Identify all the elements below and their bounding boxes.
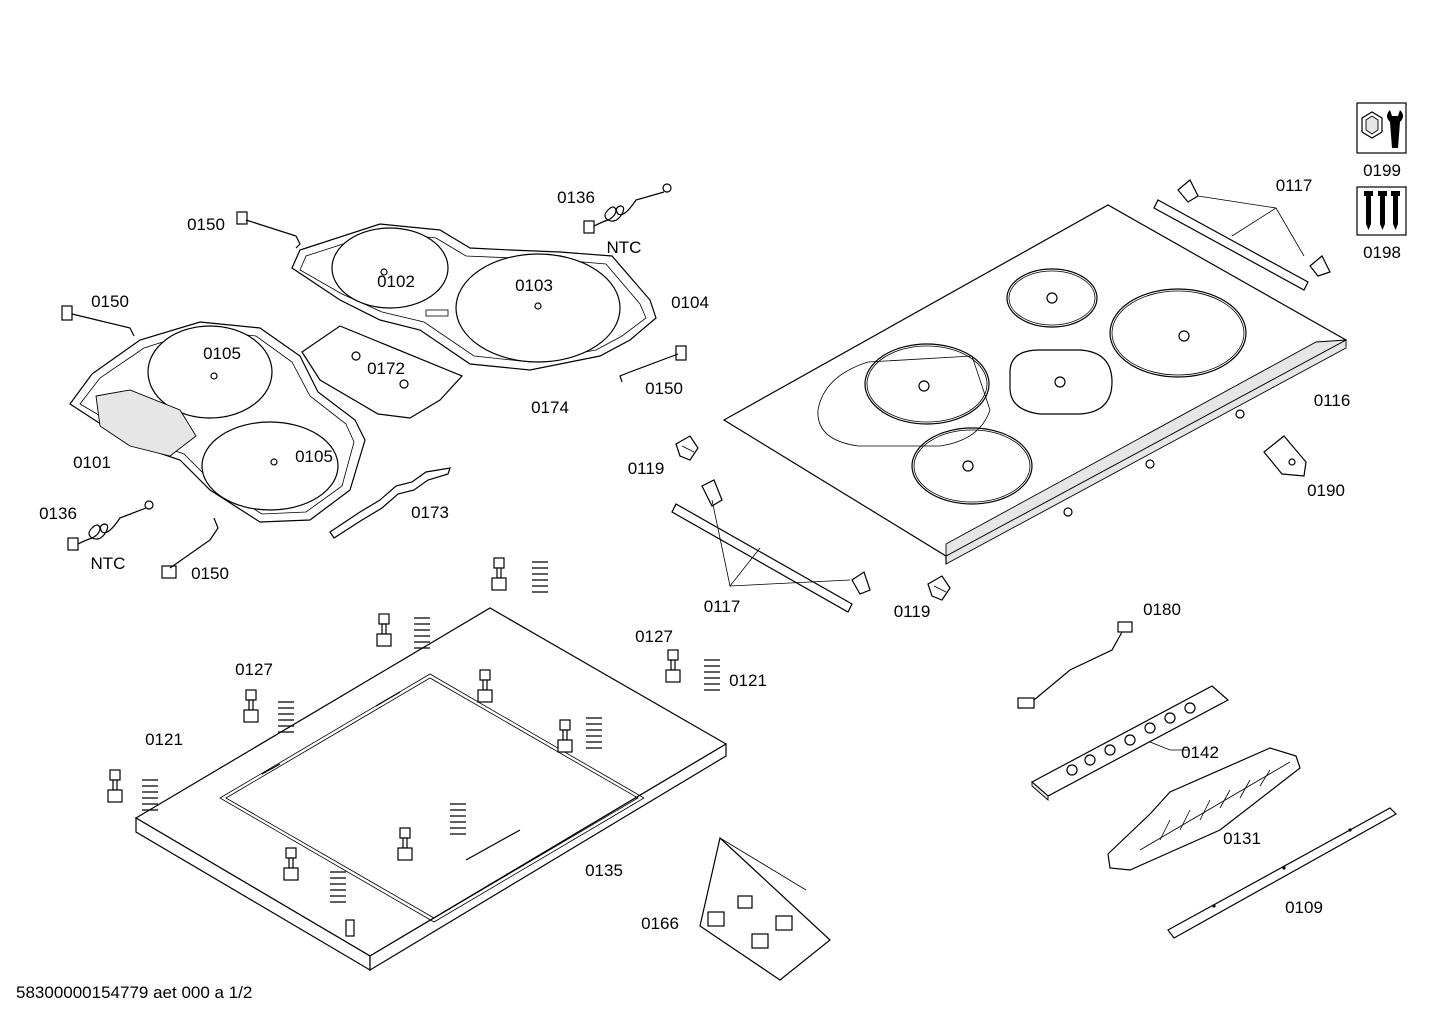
label-0136-top: 0136 (557, 188, 595, 207)
screws-icon[interactable] (1356, 186, 1407, 236)
label-0150-bottom: 0150 (191, 564, 229, 583)
label-0109: 0109 (1285, 898, 1323, 917)
clip-0119-b (927, 575, 951, 601)
label-0121-left: 0121 (145, 730, 183, 749)
parts-bag-0166 (699, 836, 831, 981)
label-0173: 0173 (411, 503, 449, 522)
label-0150-right: 0150 (645, 379, 683, 398)
label-0127-left: 0127 (235, 660, 273, 679)
label-0105-top: 0105 (203, 344, 241, 363)
label-0119-left: 0119 (628, 459, 665, 478)
spring-0121-group (142, 561, 720, 903)
label-0104: 0104 (671, 293, 709, 312)
base-tray-0135 (134, 607, 728, 972)
rail-0117-bottom (671, 479, 871, 613)
clip-0119-a (675, 435, 699, 461)
label-0135: 0135 (585, 861, 623, 880)
heating-plate-lower (69, 321, 366, 523)
profile-strip-0109 (1167, 807, 1397, 939)
label-0131: 0131 (1223, 829, 1261, 848)
wrench-nut-icon[interactable] (1356, 102, 1407, 154)
heater-element-0174 (435, 405, 603, 491)
label-0103: 0103 (515, 276, 553, 295)
label-0150-left: 0150 (91, 292, 129, 311)
label-ntc-top: NTC (607, 238, 642, 257)
label-0172: 0172 (367, 359, 405, 378)
label-0142: 0142 (1181, 743, 1219, 762)
label-0150-top: 0150 (187, 215, 225, 234)
ntc-sensor-0136-b (67, 500, 154, 551)
foot-0127-group (107, 557, 681, 881)
label-0198: 0198 (1363, 243, 1401, 262)
bracket-0190 (1263, 435, 1307, 477)
glass-ceramic-top-0116 (722, 204, 1348, 565)
label-0166: 0166 (641, 914, 679, 933)
label-0101: 0101 (73, 453, 111, 472)
label-0116: 0116 (1314, 391, 1351, 410)
label-0119-right: 0119 (894, 602, 931, 621)
label-0127-right: 0127 (635, 627, 673, 646)
label-0117-top: 0117 (1276, 176, 1313, 195)
rail-0117-top (1153, 179, 1331, 291)
bracket-0173 (329, 467, 451, 539)
label-0105-bottom: 0105 (295, 447, 333, 466)
label-0102: 0102 (377, 272, 415, 291)
label-0174: 0174 (531, 398, 569, 417)
ribbon-cable-0180 (1017, 621, 1133, 709)
ntc-sensor-0136-a (583, 183, 672, 234)
board-holder-0131 (1107, 747, 1301, 871)
cable-0150-b (61, 305, 135, 337)
label-0121-right: 0121 (729, 671, 767, 690)
document-id: 58300000154779 aet 000 a 1/2 (16, 983, 252, 1002)
label-ntc-bottom: NTC (91, 554, 126, 573)
label-0190: 0190 (1307, 481, 1345, 500)
label-0199: 0199 (1363, 161, 1401, 180)
label-0180: 0180 (1143, 600, 1181, 619)
cable-0150-d (161, 517, 219, 579)
label-0117-bottom: 0117 (704, 597, 741, 616)
heating-plate-upper (291, 223, 657, 371)
cover-plate-0172 (301, 325, 464, 419)
label-0136-bottom: 0136 (39, 504, 77, 523)
cable-0150-c (619, 345, 687, 383)
cable-0150-a (236, 211, 301, 249)
control-board-0142 (1030, 685, 1230, 801)
